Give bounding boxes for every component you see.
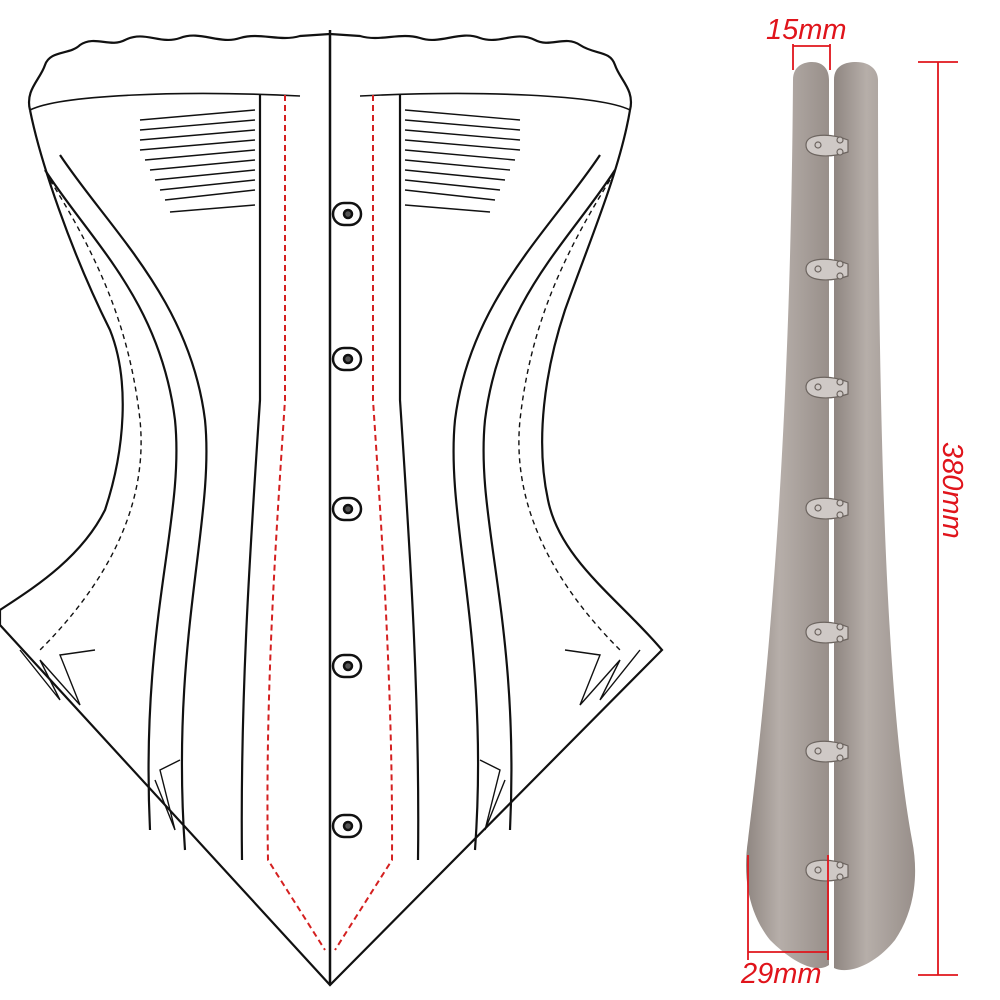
top-width-label: 15mm — [766, 14, 847, 46]
corset-seam-lines — [266, 95, 394, 951]
length-label: 380mm — [936, 442, 968, 539]
dimension-lines — [747, 44, 958, 976]
corset-illustration — [0, 30, 664, 987]
busk-left-strip — [746, 62, 829, 969]
bottom-width-label: 29mm — [741, 958, 822, 990]
corset-busk-studs — [331, 201, 363, 839]
busk-photo — [746, 62, 916, 971]
busk-right-strip — [834, 62, 916, 971]
busk-hooks — [805, 134, 849, 882]
